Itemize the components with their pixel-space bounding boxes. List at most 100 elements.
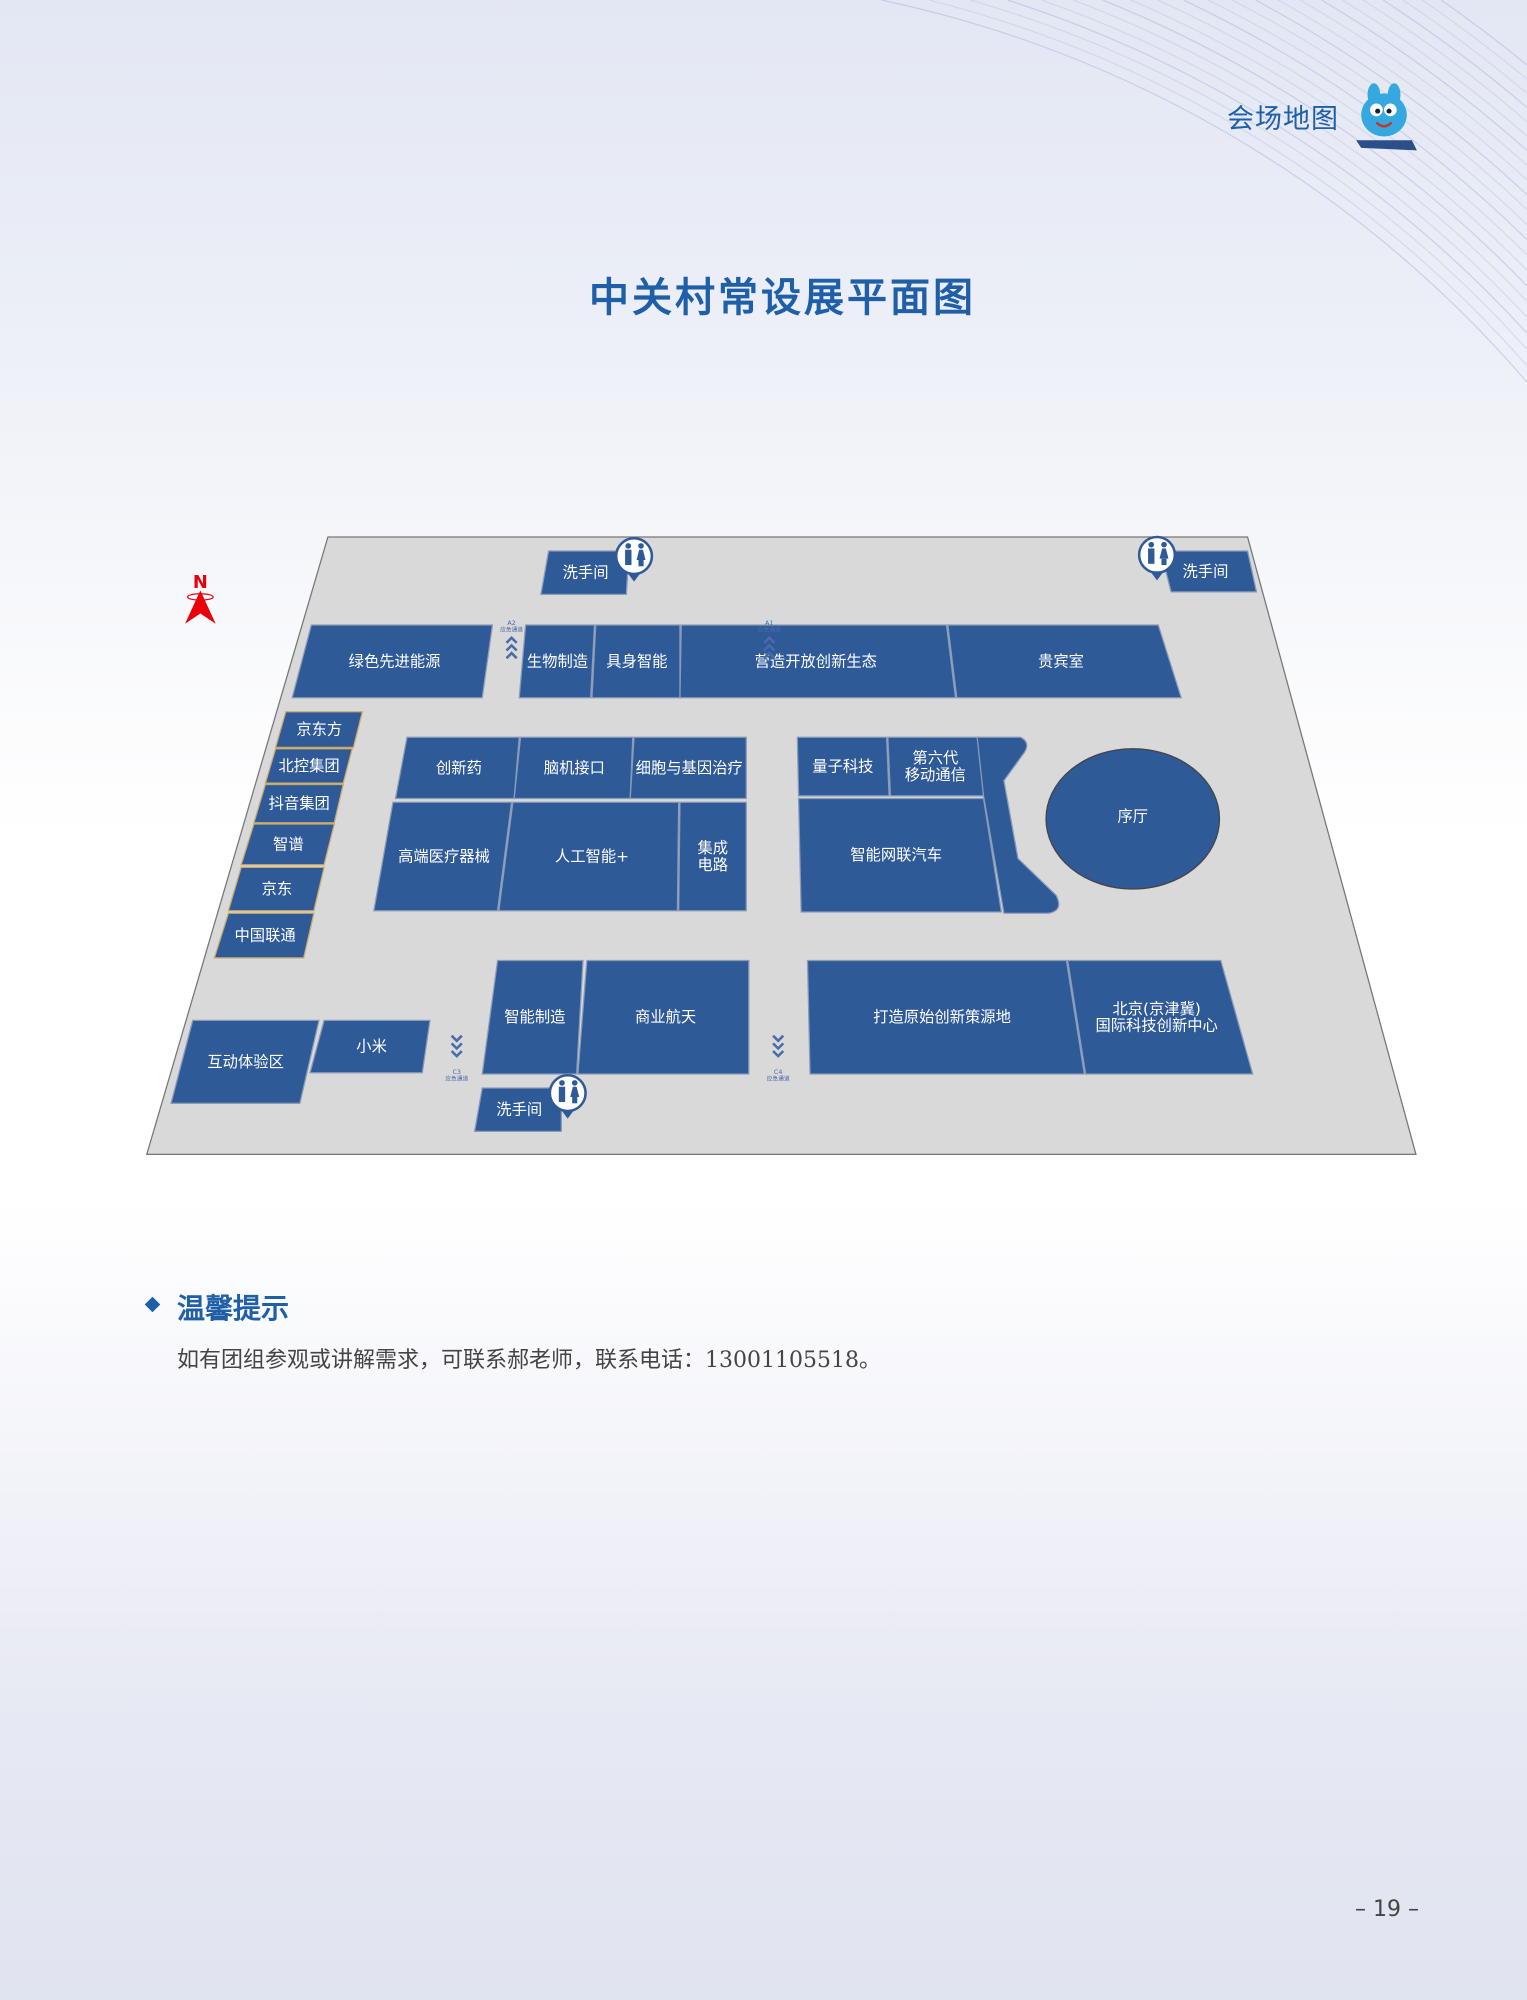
booth-label: 中国联通 — [234, 926, 295, 944]
exit-code: C3 — [452, 1068, 461, 1076]
booth-label: 生物制造 — [527, 652, 588, 670]
chevron-down-icon — [772, 1034, 785, 1043]
chevron-down-icon — [450, 1050, 463, 1058]
booth — [679, 624, 957, 699]
booth-label: 营造开放创新生态 — [755, 652, 877, 670]
booth-label: 互动体验区 — [207, 1052, 284, 1070]
arc-line — [1382, 0, 1527, 108]
booth — [253, 783, 345, 824]
tips-heading: 温馨提示 — [177, 1292, 290, 1325]
man-figure — [625, 549, 632, 566]
arc-line — [970, 0, 1527, 350]
arc-line — [1299, 0, 1527, 166]
booth-label: 智能网联汽车 — [850, 846, 942, 864]
booth — [796, 736, 890, 797]
restroom-icon — [614, 536, 654, 582]
booth — [373, 801, 513, 912]
booth — [309, 1019, 431, 1074]
booth — [213, 912, 315, 959]
arc-line — [1342, 0, 1527, 137]
woman-legs — [638, 559, 644, 567]
booth — [170, 1019, 320, 1104]
pin-circle — [614, 536, 654, 576]
chevron-down-icon — [772, 1042, 785, 1051]
booth-label: 人工智能+ — [555, 847, 629, 865]
booth-label: 北控集团 — [278, 756, 339, 774]
compass-arrow — [185, 590, 216, 624]
booth — [678, 801, 747, 912]
arc-line — [1102, 0, 1527, 287]
chevron-down-icon — [450, 1034, 463, 1043]
booth — [240, 823, 336, 866]
booth-label: 具身智能 — [606, 652, 667, 670]
booth-label: 细胞与基因治疗 — [636, 758, 743, 776]
booth — [291, 624, 494, 699]
booth-label: 创新药 — [436, 758, 482, 776]
chevron-up-icon — [763, 635, 776, 644]
man-head — [1148, 541, 1155, 548]
chevron-up-icon — [505, 651, 518, 660]
booth — [227, 866, 325, 912]
woman-legs — [572, 1096, 578, 1104]
booth-label: 打造原始创新策源地 — [873, 1008, 1011, 1026]
chevron-up-icon — [763, 651, 776, 660]
booth-label: 智谱 — [273, 835, 304, 853]
booth-label: 第六代移动通信 — [905, 749, 966, 784]
corridor-block — [976, 736, 1060, 914]
man-head — [559, 1080, 565, 1086]
arc-line — [928, 0, 1527, 366]
man-figure — [558, 1086, 566, 1103]
exit-label: 应急通道 — [500, 625, 523, 633]
man-figure — [1148, 548, 1155, 564]
booth-label: 贵宾室 — [1038, 652, 1084, 670]
woman-head — [571, 1080, 578, 1086]
booth-label: 集成电路 — [697, 839, 728, 874]
woman-figure — [1159, 548, 1169, 559]
booth-label: 脑机接口 — [544, 758, 605, 776]
arc-line — [1072, 0, 1527, 302]
chevron-down-icon — [772, 1050, 785, 1058]
arc-line — [1321, 0, 1527, 151]
booth-label: 北京(京津冀)国际科技创新中心 — [1095, 999, 1217, 1034]
arc-line — [1157, 0, 1527, 256]
booth-label: 京东方 — [296, 720, 342, 738]
arc-line — [1421, 0, 1527, 80]
chevron-up-icon — [505, 635, 518, 644]
booth-label: 量子科技 — [812, 757, 873, 775]
restroom-label: 洗手间 — [563, 563, 609, 581]
arc-line — [1362, 0, 1527, 123]
woman-head — [1161, 541, 1167, 548]
pin-circle — [1137, 535, 1177, 574]
booth-label: 京东 — [262, 880, 293, 898]
booth — [797, 797, 1003, 913]
chevron-down-icon — [450, 1042, 463, 1051]
booth — [1066, 959, 1254, 1075]
woman-figure — [636, 549, 646, 560]
arc-line — [1130, 0, 1527, 271]
chevron-up-icon — [763, 643, 776, 652]
compass-icon: N — [185, 572, 216, 624]
page-title: 中关村常设展平面图 — [589, 275, 976, 321]
booth — [518, 624, 596, 699]
booth — [629, 736, 747, 800]
hall-label: 序厅 — [1117, 807, 1148, 825]
woman-head — [638, 543, 644, 549]
pin-circle — [548, 1073, 587, 1113]
tips-body: 如有团组参观或讲解需求，可联系郝老师，联系电话：13001105518。 — [177, 1348, 881, 1373]
booth-label: 智能制造 — [504, 1008, 565, 1026]
restroom-icon — [548, 1073, 587, 1119]
woman-figure — [570, 1086, 580, 1097]
booth — [274, 711, 364, 749]
exit-label: 应急通道 — [767, 1074, 790, 1082]
booth — [577, 959, 750, 1075]
arc-line — [1007, 0, 1527, 334]
booth-label: 绿色先进能源 — [349, 652, 441, 670]
booth-label: 小米 — [356, 1037, 387, 1055]
chevron-up-icon — [505, 643, 518, 652]
exit-code: C4 — [774, 1068, 783, 1076]
arc-line — [1402, 0, 1527, 94]
